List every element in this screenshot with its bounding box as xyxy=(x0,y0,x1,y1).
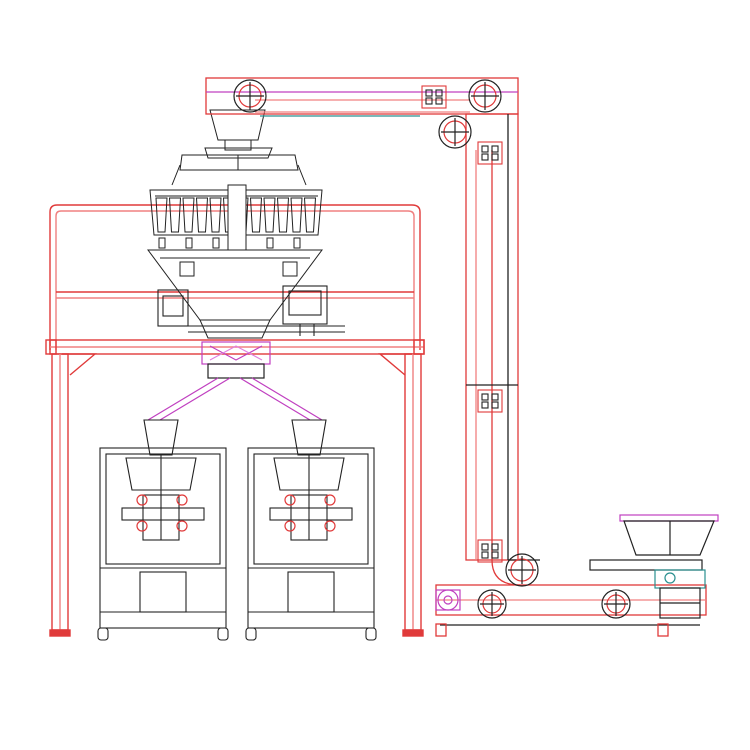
bearing-bolt xyxy=(481,551,489,559)
bearing-bolt xyxy=(491,543,499,551)
bearing-bolt xyxy=(435,89,443,97)
packing-machine-left xyxy=(97,419,229,641)
packing-machine-left-rollers xyxy=(136,494,188,532)
bearing-block xyxy=(421,85,447,109)
weigh-bucket xyxy=(168,197,182,233)
sprocket xyxy=(601,589,631,619)
bucket-actuator xyxy=(293,237,301,249)
weigher-base xyxy=(157,289,345,333)
sprocket xyxy=(468,79,502,113)
bearing-bolt xyxy=(491,153,499,161)
sprocket xyxy=(505,553,539,587)
weigh-bucket xyxy=(276,197,290,233)
bearing-bolt xyxy=(425,97,433,105)
sprocket xyxy=(477,589,507,619)
weigh-bucket xyxy=(195,197,209,233)
bucket-actuator xyxy=(158,237,166,249)
bucket-actuator xyxy=(212,237,220,249)
multihead-weigher xyxy=(147,109,323,339)
bearing-bolt xyxy=(491,401,499,409)
bearing-bolt xyxy=(435,97,443,105)
weigh-bucket xyxy=(263,197,276,233)
control-panel xyxy=(282,285,328,336)
bearing-bolt xyxy=(491,393,499,401)
packing-machine-right xyxy=(245,419,377,641)
bucket-actuator xyxy=(266,237,274,249)
feed-hopper xyxy=(589,514,719,619)
bearing-bolt xyxy=(491,145,499,153)
bearing-bolt xyxy=(481,145,489,153)
bearing-bolt xyxy=(481,401,489,409)
elevator-sprockets xyxy=(233,79,631,619)
weigh-bucket xyxy=(209,197,222,233)
bucket-actuator xyxy=(185,237,193,249)
weigh-bucket xyxy=(155,197,168,233)
platform-frame xyxy=(45,204,425,637)
sprocket xyxy=(438,115,472,149)
bearing-bolt xyxy=(491,551,499,559)
sprocket xyxy=(233,79,267,113)
weigh-bucket xyxy=(182,197,195,233)
bearing-block xyxy=(477,389,503,413)
distribution-chute xyxy=(147,341,323,421)
weigh-bucket xyxy=(303,197,317,233)
bearing-block xyxy=(477,539,503,563)
packing-machine-right-rollers xyxy=(284,494,336,532)
elevator-bearing-blocks xyxy=(421,85,503,563)
weigh-bucket xyxy=(249,197,263,233)
weigh-bucket xyxy=(290,197,303,233)
z-bucket-elevator xyxy=(205,77,707,637)
bearing-bolt xyxy=(481,153,489,161)
bearing-bolt xyxy=(425,89,433,97)
bearing-bolt xyxy=(481,393,489,401)
elevator-drive-motor xyxy=(435,589,461,611)
bearing-block xyxy=(477,141,503,165)
bearing-bolt xyxy=(481,543,489,551)
